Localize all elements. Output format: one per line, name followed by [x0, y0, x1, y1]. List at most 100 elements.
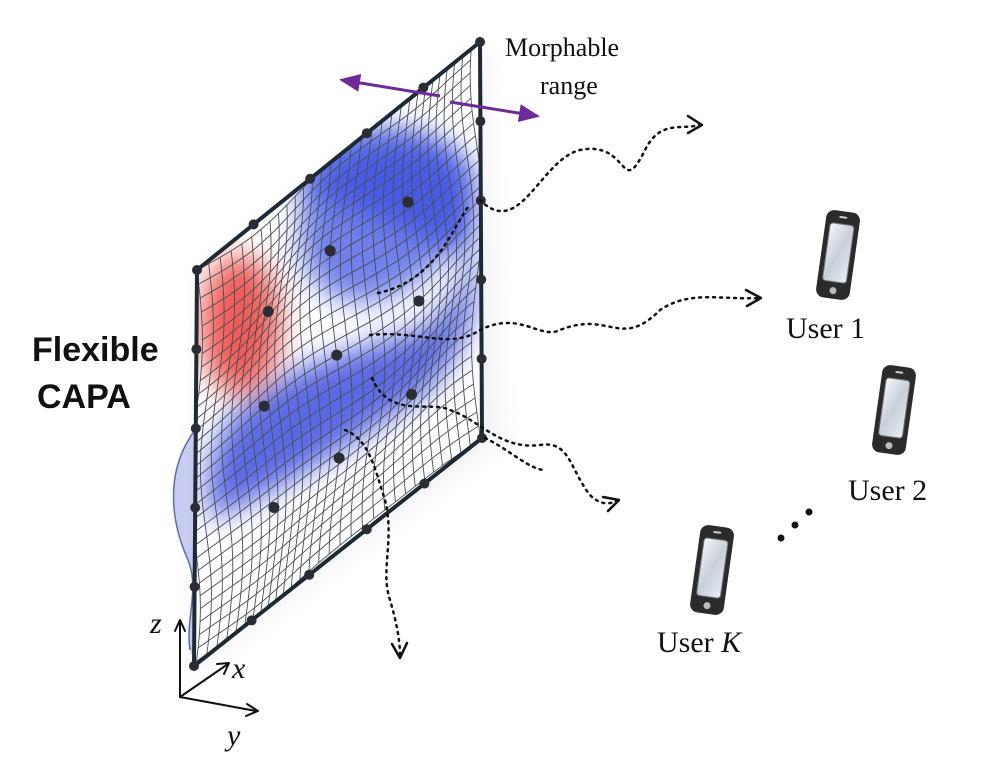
morphable-label-line2: range — [540, 71, 598, 100]
axis-z-label: z — [149, 607, 162, 640]
mesh-line-v — [194, 222, 482, 459]
mesh-line-v — [194, 261, 480, 497]
phone-home-button — [829, 287, 837, 295]
mesh-line-v — [199, 355, 472, 584]
phone-speaker — [839, 215, 848, 219]
arrowhead-2 — [744, 288, 763, 308]
mesh-line-v — [196, 328, 473, 559]
signal-path-4 — [370, 376, 620, 505]
edge-node-left — [191, 344, 202, 355]
arrowhead-4 — [390, 641, 409, 660]
arrowhead-3 — [601, 495, 621, 513]
mesh-line-v — [201, 122, 474, 354]
mesh-line-v — [199, 411, 478, 635]
signal-path-5 — [343, 428, 402, 657]
mesh-line-v — [199, 72, 471, 299]
edge-node-left — [189, 581, 200, 592]
ellipsis-dot-1 — [777, 534, 785, 542]
user-devices — [690, 210, 916, 615]
mesh-line-v — [197, 341, 472, 571]
mesh-line-v — [194, 248, 481, 484]
edge-node-bottom — [189, 661, 199, 671]
user-2-label: User 2 — [848, 474, 927, 507]
phone-icon — [690, 525, 734, 615]
morphable-range-arrow-left — [339, 74, 441, 98]
edge-node-right — [476, 274, 487, 285]
deformation-mesh — [194, 46, 482, 662]
mesh-line-v — [201, 97, 472, 327]
edge-node-top — [192, 265, 202, 275]
phone-home-button — [885, 442, 893, 450]
mesh-line-v — [202, 110, 473, 341]
phone-screen — [696, 537, 729, 599]
mesh-line-v — [194, 314, 474, 546]
interior-node — [406, 388, 418, 400]
ellipsis-dot-2 — [791, 521, 799, 529]
signal-path-1 — [478, 123, 702, 213]
coordinate-axes — [174, 619, 259, 717]
user-1-label: User 1 — [786, 312, 865, 345]
edge-node-bottom — [419, 478, 430, 489]
mesh-line-v — [200, 147, 478, 381]
mesh-line-v — [197, 425, 479, 649]
interior-node — [258, 400, 270, 412]
mesh-line-v — [194, 274, 478, 509]
phone-speaker — [713, 530, 722, 534]
mesh-line-v — [194, 300, 475, 534]
blue-field-upper — [300, 128, 470, 302]
user-k-label: User K — [657, 626, 743, 659]
mesh-line-v — [194, 287, 476, 522]
edge-node-top — [475, 37, 485, 47]
edge-node-left — [190, 502, 201, 513]
axis-z-arrowhead — [174, 619, 186, 632]
edge-node-bottom — [361, 524, 372, 535]
mesh-line-v — [196, 172, 481, 408]
axis-x-label: x — [231, 652, 246, 685]
axis-y-line — [179, 696, 257, 712]
panel-curl-edge — [172, 429, 196, 651]
morphable-label-line1: Morphable — [505, 33, 619, 62]
mesh-line-v — [199, 369, 473, 597]
axis-x-arrowhead — [216, 662, 230, 675]
interior-node — [331, 349, 343, 361]
mesh-line-v — [200, 383, 474, 609]
phone-screen — [878, 377, 911, 439]
antenna-nodes — [189, 37, 487, 671]
edge-node-top — [418, 82, 429, 93]
edge-node-left — [190, 423, 201, 434]
phone-icon — [816, 210, 860, 300]
interior-node — [324, 245, 336, 257]
arrowhead-1 — [686, 114, 704, 135]
edge-node-bottom — [246, 615, 257, 626]
mesh-line-v — [201, 135, 476, 368]
interior-node — [262, 306, 274, 317]
axis-x-line — [179, 663, 229, 698]
edge-node-top — [361, 128, 372, 139]
interior-node — [268, 502, 280, 513]
edge-node-bottom — [477, 433, 487, 443]
mesh-line-v — [194, 184, 482, 421]
phone-icon — [872, 365, 916, 455]
phone-screen — [822, 222, 855, 284]
axis-y-label: y — [224, 719, 241, 752]
interior-node — [413, 295, 425, 307]
signal-path-6 — [483, 436, 547, 472]
mesh-line-v — [198, 160, 480, 395]
interior-node — [402, 196, 414, 208]
blue-field-region — [206, 140, 481, 520]
user-ellipsis — [777, 508, 813, 542]
mesh-line-v — [194, 209, 482, 447]
interior-node — [333, 452, 345, 464]
axis-y-arrowhead — [245, 703, 259, 717]
mesh-line-v — [201, 85, 471, 313]
mesh-line-v — [199, 397, 476, 622]
signal-arrowheads — [390, 114, 763, 660]
edge-node-top — [305, 173, 316, 184]
edge-node-right — [475, 116, 486, 127]
signal-paths — [343, 123, 762, 657]
morphable-range-arrow-right — [449, 100, 540, 123]
edge-node-top — [248, 219, 259, 230]
ellipsis-dot-3 — [805, 508, 813, 516]
edge-node-bottom — [304, 569, 315, 580]
